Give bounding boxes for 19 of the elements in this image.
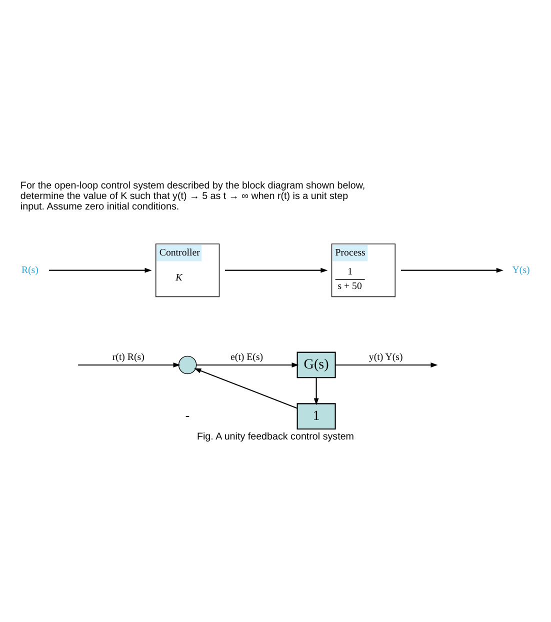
label: - — [185, 408, 190, 422]
arrow — [314, 377, 319, 405]
node-text: R(s) — [21, 264, 38, 276]
arrow — [225, 267, 328, 272]
arrow — [196, 362, 299, 367]
node-text: Y(s) — [512, 264, 530, 276]
label: For the open-loop control system described by the block diagram shown below, determine the value of K such that y(t) → 5 as t → ∞ when r(t) is a unit step input. Assume zero initial conditions. — [20, 180, 366, 212]
node-circle — [178, 355, 197, 374]
edge-label: e(t) E(s) — [230, 352, 264, 363]
edge-label: r(t) R(s) — [112, 352, 144, 363]
node-box: G(s) — [296, 351, 336, 378]
arrow — [49, 267, 152, 272]
arrow — [335, 362, 438, 367]
arrow — [78, 362, 180, 367]
caption: Fig. A unity feedback control system — [196, 431, 354, 442]
arrow — [401, 267, 504, 272]
edge-label: y(t) Y(s) — [368, 352, 403, 363]
arrow — [194, 368, 298, 408]
node-box: 1 — [296, 402, 336, 430]
